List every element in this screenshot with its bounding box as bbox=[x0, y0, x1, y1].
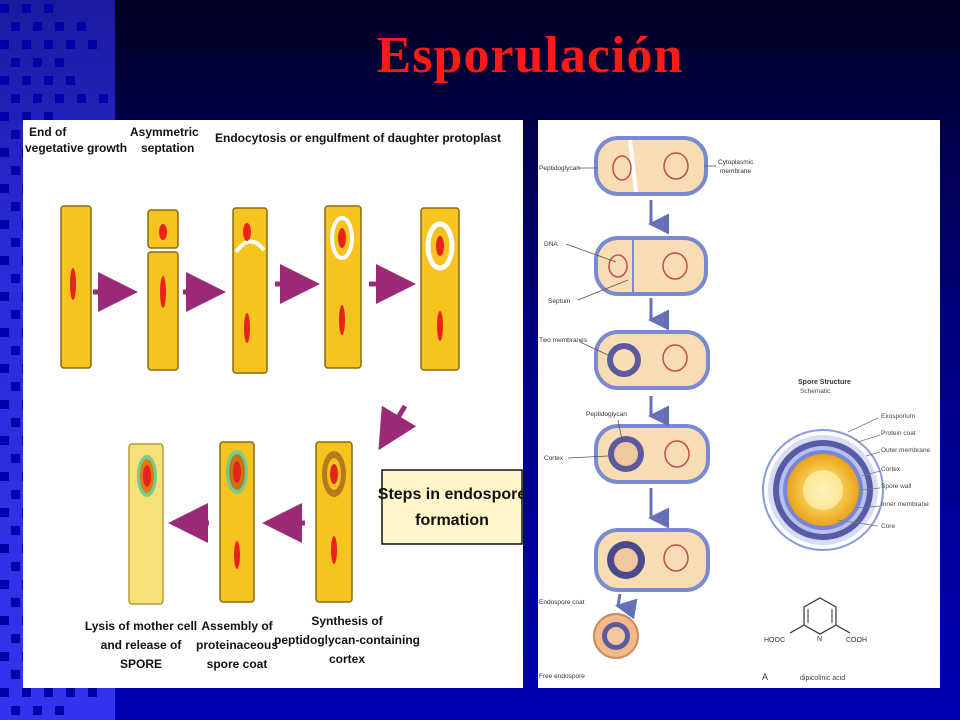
strip-pattern-row bbox=[0, 76, 115, 85]
label-dna: DNA bbox=[544, 241, 558, 248]
strip-pattern-row bbox=[0, 688, 115, 697]
spore-layer-label: Inner membrane bbox=[881, 501, 929, 508]
strip-pattern-row bbox=[0, 112, 115, 121]
cell-cortex-synthesis bbox=[315, 441, 353, 603]
strip-pattern-row bbox=[0, 22, 115, 31]
strip-pattern-row bbox=[0, 94, 115, 103]
label-membrane: membrane bbox=[720, 168, 751, 175]
cell-lysis-release bbox=[128, 443, 164, 605]
label-septation: septation bbox=[141, 141, 194, 155]
label-synthesis-2: peptidoglycan-containing bbox=[274, 633, 420, 647]
cell-stage-1 bbox=[594, 136, 708, 196]
spore-layer-label: Cortex bbox=[881, 466, 901, 473]
cell-asymmetric-septation bbox=[147, 209, 179, 371]
label-vegetative-growth: vegetative growth bbox=[25, 141, 127, 155]
steps-title-line1: Steps in endospore bbox=[378, 486, 523, 503]
spore-layer-label: Spore wall bbox=[881, 483, 912, 490]
label-assembly-2: proteinaceous bbox=[196, 638, 278, 652]
label-cortex: Cortex bbox=[544, 455, 564, 462]
cell-end-of-growth bbox=[60, 205, 92, 369]
label-endospore-coat: Endospore coat bbox=[539, 599, 585, 606]
label-septum: Septum bbox=[548, 298, 570, 305]
strip-pattern-row bbox=[0, 4, 115, 13]
sporulation-schematic: Peptidoglycan Cytoplasmic membrane DNA S… bbox=[538, 120, 940, 688]
steps-title-box: Steps in endospore formation bbox=[378, 469, 523, 545]
label-cytoplasmic: Cytoplasmic bbox=[718, 159, 754, 166]
label-assembly-3: spore coat bbox=[207, 657, 268, 671]
endospore-steps-diagram: End of vegetative growth Asymmetric sept… bbox=[23, 120, 523, 688]
spore-layer-label: Protein coat bbox=[881, 430, 916, 437]
label-free-endospore: Free endospore bbox=[539, 673, 585, 680]
spore-leader-lines bbox=[837, 417, 881, 527]
spore-structure: Spore Structure Schematic bbox=[762, 379, 884, 551]
n-atom: N bbox=[817, 636, 822, 643]
label-peptidoglycan-top: Peptidoglycan bbox=[539, 165, 580, 172]
stage-arrows bbox=[615, 200, 669, 620]
strip-pattern-row bbox=[0, 40, 115, 49]
cell-spore-coat bbox=[219, 441, 255, 603]
label-lysis-1: Lysis of mother cell bbox=[85, 619, 197, 633]
strip-pattern-row bbox=[0, 706, 115, 715]
cell-engulfment-3 bbox=[420, 207, 460, 371]
label-lysis-2: and release of bbox=[101, 638, 183, 652]
cell-stage-5 bbox=[594, 528, 710, 592]
cell-stage-4 bbox=[594, 424, 710, 484]
label-synthesis-3: cortex bbox=[329, 652, 365, 666]
cooh-label: COOH bbox=[846, 637, 867, 644]
spore-layer-label: Core bbox=[881, 523, 895, 530]
cell-stage-3 bbox=[594, 330, 710, 390]
label-peptidoglycan-mid: Peptidoglycan bbox=[586, 411, 627, 418]
dipicolinic-acid-structure: N HOOC COOH dipicolinic acid A bbox=[762, 597, 867, 682]
slide-title: Esporulación bbox=[376, 27, 684, 84]
hooc-label: HOOC bbox=[764, 637, 785, 644]
cell-engulfment-2 bbox=[324, 205, 362, 369]
label-lysis-3: SPORE bbox=[120, 657, 162, 671]
strip-pattern-row bbox=[0, 58, 115, 67]
spore-layer-label: Outer membrane bbox=[881, 447, 931, 454]
label-end-of: End of bbox=[29, 125, 67, 139]
spore-structure-title: Spore Structure bbox=[798, 379, 851, 386]
label-synthesis-1: Synthesis of bbox=[311, 614, 383, 628]
label-asymmetric: Asymmetric bbox=[130, 125, 199, 139]
cell-engulfment-1 bbox=[232, 207, 268, 374]
dipicolinic-caption: dipicolinic acid bbox=[800, 675, 845, 682]
cell-stage-2 bbox=[594, 236, 708, 296]
label-endocytosis: Endocytosis or engulfment of daughter pr… bbox=[215, 131, 501, 145]
steps-title-line2: formation bbox=[415, 512, 489, 529]
label-two-membranes: Two membranes bbox=[539, 337, 588, 344]
leader-lines bbox=[565, 165, 716, 459]
step-arrows-row1 bbox=[93, 264, 417, 451]
panel-letter: A bbox=[762, 672, 768, 682]
label-assembly-1: Assembly of bbox=[201, 619, 273, 633]
free-endospore bbox=[593, 613, 639, 659]
spore-layer-label: Exosporium bbox=[881, 413, 915, 420]
spore-structure-subtitle: Schematic bbox=[800, 388, 831, 395]
